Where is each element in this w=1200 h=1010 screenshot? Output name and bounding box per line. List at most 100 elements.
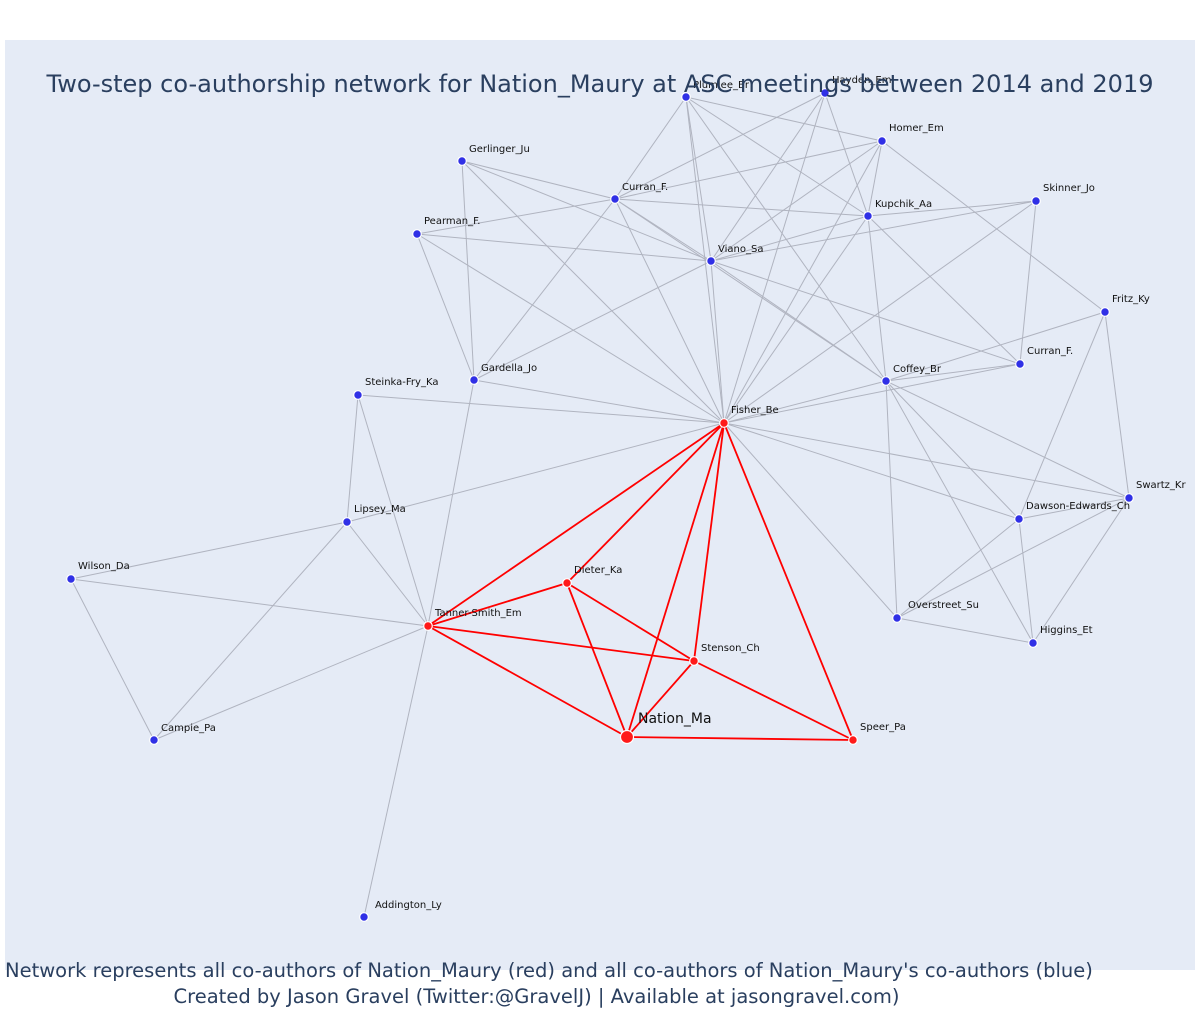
node-higgins[interactable] [1028, 638, 1038, 648]
edge-lipsey-campie [153, 521, 348, 741]
node-label-gerlinger: Gerlinger_Ju [469, 144, 530, 155]
node-label-nation: Nation_Ma [638, 711, 712, 727]
edge-dawson-higgins [1018, 518, 1034, 644]
node-label-curran1: Curran_F. [622, 182, 668, 193]
edge-fritz-dawson [1018, 311, 1106, 520]
node-wilson[interactable] [66, 574, 76, 584]
edge-kupchik-viano [710, 215, 869, 262]
edge-fritz-coffey [885, 311, 1106, 382]
edge-coffey-dawson [885, 380, 1020, 520]
node-label-homer: Homer_Em [889, 123, 944, 134]
node-lipsey[interactable] [342, 517, 352, 527]
edge-steinka-fisher [357, 394, 725, 424]
edge-pearman-viano [416, 233, 712, 262]
node-nation[interactable] [619, 729, 635, 745]
caption-line-2: Created by Jason Gravel (Twitter:@Gravel… [173, 985, 900, 1008]
node-dieter[interactable] [562, 578, 572, 588]
node-speer[interactable] [848, 735, 858, 745]
edge-viano-coffey [710, 260, 887, 382]
node-skinner[interactable] [1031, 196, 1041, 206]
edge-tanner-dieter [427, 582, 568, 627]
node-label-campie: Campie_Pa [161, 723, 216, 734]
edge-plumlee-homer [685, 96, 883, 142]
edge-gerlinger-fisher [461, 160, 725, 424]
node-fritz[interactable] [1100, 307, 1110, 317]
edge-gerlinger-viano [461, 160, 712, 262]
node-label-kupchik: Kupchik_Aa [875, 199, 932, 210]
node-label-fritz: Fritz_Ky [1112, 294, 1150, 305]
node-curran2[interactable] [1015, 359, 1025, 369]
edge-nation-fisher [626, 422, 725, 738]
author-nodes [66, 88, 1134, 922]
edge-kupchik-coffey [867, 215, 887, 382]
node-gerlinger[interactable] [457, 156, 467, 166]
network-graph: Plumlee_Br Hayden_EmHomer_EmGerlinger_JuC… [66, 75, 1186, 922]
edge-coffey-overstreet [885, 380, 898, 619]
edge-pearman-gardella [416, 233, 475, 381]
edge-curran1-coffey [614, 198, 887, 382]
edge-wilson-campie [70, 578, 155, 741]
node-tanner[interactable] [423, 621, 433, 631]
chart-title: Two-step co-authorship network for Natio… [46, 70, 1154, 98]
node-dawson[interactable] [1014, 514, 1024, 524]
edge-overstreet-higgins [896, 617, 1034, 644]
node-label-coffey: Coffey_Br [893, 364, 942, 375]
node-overstreet[interactable] [892, 613, 902, 623]
edge-fisher-overstreet [723, 422, 898, 619]
node-homer[interactable] [877, 136, 887, 146]
node-label-pearman: Pearman_F. [424, 216, 480, 227]
edge-coffey-fisher [723, 380, 887, 424]
node-label-curran2: Curran_F. [1027, 346, 1073, 357]
edge-skinner-fisher [723, 200, 1037, 424]
node-stenson[interactable] [689, 656, 699, 666]
node-viano[interactable] [706, 256, 716, 266]
node-label-dieter: Dieter_Ka [574, 565, 622, 576]
edge-nation-tanner [427, 625, 628, 738]
edge-stenson-speer [693, 660, 854, 741]
edge-skinner-viano [710, 200, 1037, 262]
edge-fisher-speer [723, 422, 854, 741]
edge-fisher-dawson [723, 422, 1020, 520]
node-swartz[interactable] [1124, 493, 1134, 503]
chart-caption: Network represents all co-authors of Nat… [5, 958, 1093, 1010]
edge-coffey-higgins [885, 380, 1034, 644]
edge-kupchik-skinner [867, 200, 1037, 217]
edge-swartz-higgins [1032, 497, 1130, 644]
node-label-fisher: Fisher_Be [731, 405, 779, 416]
node-pearman[interactable] [412, 229, 422, 239]
node-addington[interactable] [359, 912, 369, 922]
edge-viano-gardella [473, 260, 712, 381]
edge-hayden-viano [710, 92, 826, 262]
author-labels: Plumlee_Br Hayden_EmHomer_EmGerlinger_JuC… [78, 75, 1186, 911]
node-curran1[interactable] [610, 194, 620, 204]
node-plumlee[interactable] [681, 92, 691, 102]
edge-homer-viano [710, 140, 883, 262]
node-label-overstreet: Overstreet_Su [908, 600, 979, 611]
edge-gerlinger-gardella [461, 160, 475, 381]
edge-curran1-kupchik [614, 198, 869, 217]
edge-swartz-dawson [1018, 497, 1130, 520]
edge-hayden-kupchik [824, 92, 869, 217]
edge-curran1-fisher [614, 198, 725, 424]
edge-viano-fisher [710, 260, 725, 424]
edge-fisher-dieter [566, 422, 725, 584]
node-label-plumlee: Plumlee_Br [693, 80, 750, 91]
node-label-hayden: Hayden_Em [832, 75, 891, 86]
node-coffey[interactable] [881, 376, 891, 386]
node-campie[interactable] [149, 735, 159, 745]
edge-fisher-swartz [723, 422, 1130, 499]
edge-homer-curran1 [614, 140, 883, 200]
node-hayden[interactable] [820, 88, 830, 98]
node-kupchik[interactable] [863, 211, 873, 221]
edge-homer-kupchik [867, 140, 883, 217]
edge-curran1-gardella [473, 198, 616, 381]
edge-gardella-fisher [473, 379, 725, 424]
edge-nation-dieter [566, 582, 628, 738]
node-steinka[interactable] [353, 390, 363, 400]
node-fisher[interactable] [719, 418, 729, 428]
node-gardella[interactable] [469, 375, 479, 385]
edge-fisher-lipsey [346, 422, 725, 523]
edge-dawson-overstreet [896, 518, 1020, 619]
edge-tanner-stenson [427, 625, 695, 662]
